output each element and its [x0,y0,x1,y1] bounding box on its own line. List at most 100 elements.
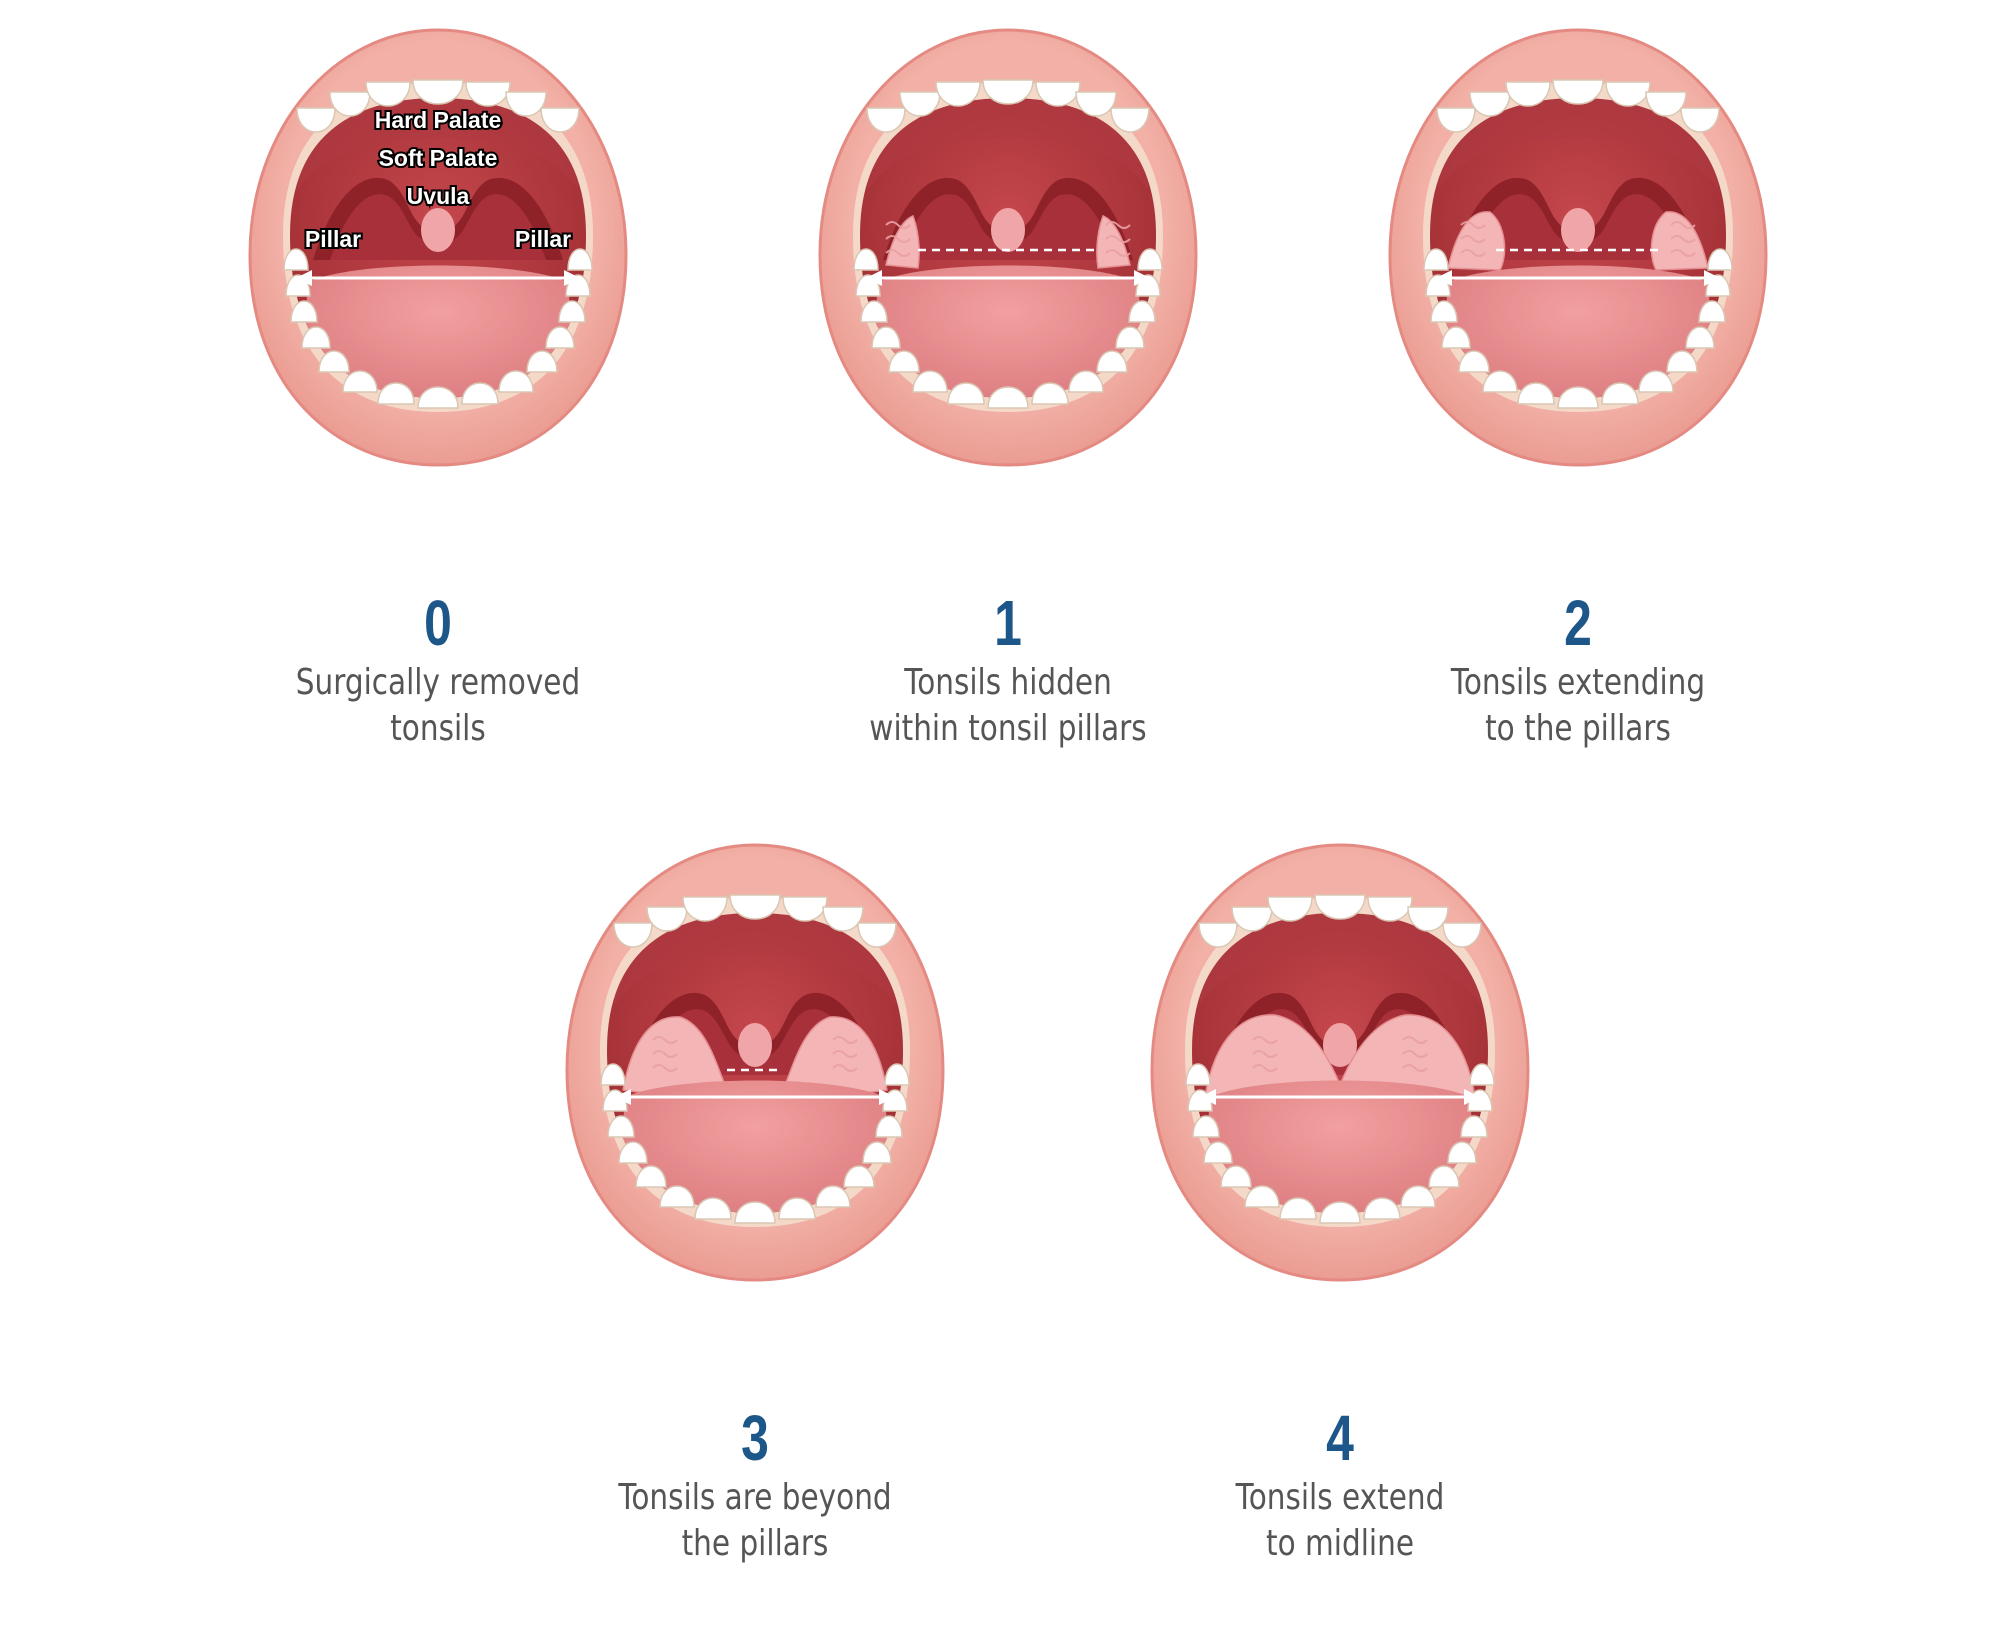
upper-tooth [1407,906,1449,932]
lower-tooth [884,1063,910,1086]
caption-line-1: Surgically removed [295,662,581,703]
lower-tooth [618,1141,648,1164]
lower-tooth [545,326,575,349]
upper-tooth [365,81,411,107]
upper-teeth [296,79,580,133]
left-tonsil-crypt [652,1036,678,1044]
width-arrow [866,270,1150,286]
upper-tooth [1035,81,1081,107]
caption-line-1: Tonsils extend [1235,1477,1445,1518]
lower-tooth [1244,1185,1280,1208]
upper-tooth [782,896,828,922]
arrow-head-left [1200,1089,1216,1105]
lower-tooth [659,1185,695,1208]
upper-tooth [1075,91,1117,117]
grade-1-panel: 1 Tonsils hidden within tonsil pillars [748,20,1268,810]
arrow-head-right [879,1089,895,1105]
lower-tooth [1068,370,1104,393]
lower-tooth [1192,1115,1220,1138]
lower-tooth [498,370,534,393]
upper-tooth [935,81,981,107]
anatomy-label-soft-palate: Soft Palate [379,145,498,171]
tonsil-texture [1252,1036,1428,1072]
grade-number: 1 [994,587,1022,659]
uvula [1561,208,1595,252]
upper-tooth [1605,81,1651,107]
right-tonsil-crypt [1402,1050,1428,1058]
grade-number: 4 [1326,1402,1354,1474]
oral-cavity [1430,98,1726,398]
lower-teeth [600,1063,910,1224]
anatomy-label-hard-palate: Hard Palate [375,107,502,133]
lower-tooth [871,326,901,349]
left-tonsil-crypt [1252,1064,1278,1072]
lower-tooth [461,382,499,405]
upper-tooth [1442,922,1482,948]
right-tonsil-crypt [1670,249,1696,257]
lower-tooth [607,1115,635,1138]
right-tonsil-crypt [1670,221,1696,229]
lower-tooth [1363,1197,1401,1220]
grade-3-panel: 3 Tonsils are beyond the pillars [495,835,1015,1625]
right-tonsil-crypt [832,1050,858,1058]
right-tonsil-crypt [1402,1036,1428,1044]
right-tonsil [1341,1014,1476,1098]
width-arrow [1436,270,1720,286]
hard-palate [1438,100,1718,190]
lower-tooth [1482,370,1518,393]
upper-tooth [1552,79,1604,105]
lower-teeth [283,248,593,409]
width-arrow [296,270,580,286]
grade-caption: Tonsils hidden within tonsil pillars [795,660,1221,752]
hard-palate [1200,915,1480,1005]
right-tonsil [783,1016,888,1098]
upper-tooth [540,107,580,133]
lower-tooth [1220,1165,1252,1188]
lower-tooth [1423,248,1449,271]
uvula [421,208,455,252]
mouth-illustration-grade-1 [818,28,1198,467]
arrow-head-right [1134,270,1150,286]
pharynx [330,194,546,260]
lower-tooth [567,248,593,271]
lower-tooth [1031,382,1069,405]
upper-tooth [465,81,511,107]
lower-teeth [853,248,1163,409]
mouth-illustration-grade-3 [565,843,945,1282]
lower-tooth [558,300,586,323]
lower-tooth [1517,382,1555,405]
arrow-head-left [615,1089,631,1105]
right-tonsil-crypt [1105,221,1131,229]
lower-tooth [1128,300,1156,323]
lower-tooth [1601,382,1639,405]
tonsil-texture [1460,221,1696,257]
lower-tooth [875,1115,903,1138]
mouth-illustration-grade-2 [1388,28,1768,467]
lower-tooth [600,1063,626,1086]
upper-tooth [1505,81,1551,107]
lower-tooth [1137,248,1163,271]
grade-caption: Tonsils extend to midline [1127,1475,1553,1567]
upper-tooth [1110,107,1150,133]
lower-tooth [1557,386,1599,409]
lower-tooth [377,382,415,405]
lower-tooth [1428,1165,1460,1188]
lower-tooth [342,370,378,393]
upper-tooth [682,896,728,922]
lower-tooth [1400,1185,1436,1208]
oral-cavity [607,913,903,1213]
anatomy-label-pillar-left: Pillar [305,226,361,252]
lower-teeth [1423,248,1733,409]
hard-palate [298,100,578,190]
uvula [1323,1023,1357,1067]
arrow-head-right [1464,1089,1480,1105]
left-tonsil-crypt [1460,221,1486,229]
caption-line-1: Tonsils are beyond [618,1477,892,1518]
left-tonsil-crypt [652,1050,678,1058]
caption-line-2: within tonsil pillars [869,708,1147,749]
lower-tooth [283,248,309,271]
grade-number: 0 [424,587,452,659]
left-tonsil-crypt [1252,1036,1278,1044]
right-tonsil-crypt [1105,235,1131,243]
